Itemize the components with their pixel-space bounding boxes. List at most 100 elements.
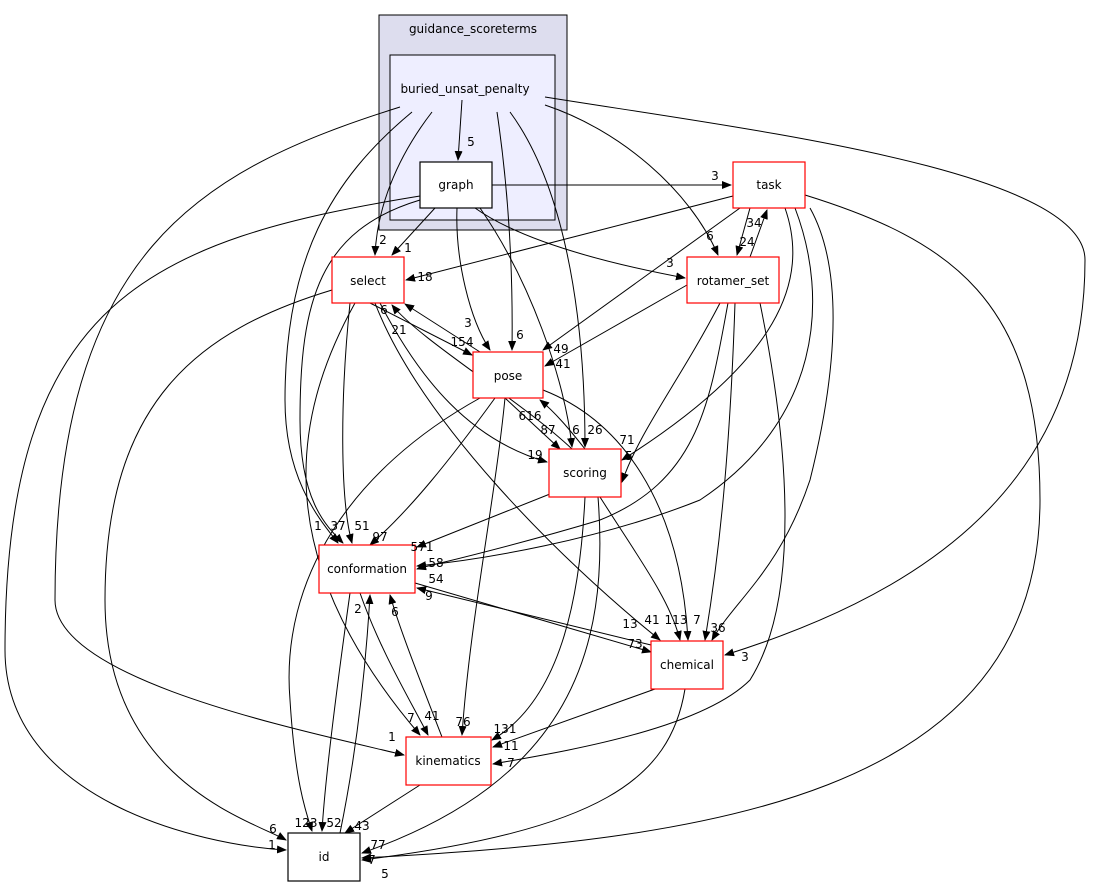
edge-label[interactable]: 3	[711, 169, 719, 183]
edge-buried-unsat-penalty-to-conformation[interactable]	[284, 111, 413, 544]
edge-label[interactable]: 7	[407, 711, 415, 725]
edge-task-to-scoring[interactable]	[621, 207, 794, 461]
edge-label[interactable]: 571	[411, 540, 434, 554]
edge-rotamer-set-to-chemical[interactable]	[702, 302, 736, 641]
edge-label[interactable]: 18	[417, 270, 432, 284]
edge-buried-unsat-penalty-to-kinematics[interactable]	[54, 106, 405, 757]
edge-pose-to-select[interactable]	[404, 303, 481, 353]
node-select[interactable]: select	[331, 256, 405, 304]
edge-conformation-to-chemical[interactable]	[414, 582, 652, 654]
edge-rotamer-set-to-conformation[interactable]	[416, 302, 729, 571]
edge-pose-to-kinematics[interactable]	[458, 397, 506, 736]
edge-label[interactable]: 52	[326, 816, 341, 830]
edge-label[interactable]: 131	[494, 722, 517, 736]
edge-conformation-to-kinematics[interactable]	[359, 592, 429, 736]
edge-buried-unsat-penalty-to-select[interactable]	[371, 111, 433, 256]
node-graph[interactable]: graph	[419, 161, 493, 209]
edge-graph-to-id[interactable]	[4, 195, 421, 854]
edge-graph-to-scoring[interactable]	[479, 207, 576, 448]
edge-pose-to-id[interactable]	[288, 397, 481, 832]
edge-label[interactable]: 1	[404, 241, 412, 255]
edge-label[interactable]: 5	[467, 135, 475, 149]
edge-scoring-to-id[interactable]	[361, 496, 601, 854]
edge-label[interactable]: 6	[572, 423, 580, 437]
edge-buried-unsat-penalty-to-pose[interactable]	[496, 111, 517, 351]
edge-label[interactable]: 7	[507, 756, 515, 770]
edge-label[interactable]: 51	[354, 519, 369, 533]
edge-label[interactable]: 5	[381, 867, 389, 881]
edge-select-to-chemical[interactable]	[374, 302, 661, 641]
edge-rotamer-set-to-scoring[interactable]	[621, 302, 721, 483]
edge-label[interactable]: 24	[739, 235, 754, 249]
edge-label[interactable]: 77	[370, 838, 385, 852]
edge-label[interactable]: 5	[625, 449, 633, 463]
edge-scoring-to-chemical[interactable]	[599, 496, 682, 641]
edge-label[interactable]: 58	[428, 556, 443, 570]
edge-select-to-id[interactable]	[104, 289, 333, 841]
edge-task-to-chemical[interactable]	[711, 207, 834, 641]
edge-label[interactable]: 3	[464, 316, 472, 330]
node-buried-unsat-penalty[interactable]: buried_unsat_penalty	[400, 82, 529, 96]
node-id[interactable]: id	[287, 832, 361, 882]
edge-pose-to-conformation[interactable]	[369, 397, 496, 546]
edge-label[interactable]: 616	[519, 409, 542, 423]
edge-buried-unsat-penalty-to-graph[interactable]	[454, 99, 463, 161]
edge-label[interactable]: 43	[354, 819, 369, 833]
edge-label[interactable]: 41	[555, 357, 570, 371]
edge-label[interactable]: 6	[706, 229, 714, 243]
edge-label[interactable]: 49	[553, 342, 568, 356]
edge-label[interactable]: 11	[503, 739, 518, 753]
edge-task-to-select[interactable]	[405, 195, 734, 282]
node-conformation[interactable]: conformation	[318, 544, 416, 594]
edge-label[interactable]: 154	[451, 335, 474, 349]
edge-label[interactable]: 54	[428, 572, 443, 586]
edge-label[interactable]: 3	[741, 650, 749, 664]
edge-label[interactable]: 6	[516, 328, 524, 342]
edge-select-to-pose[interactable]	[369, 302, 473, 356]
edge-chemical-to-id[interactable]	[361, 688, 686, 863]
node-task[interactable]: task	[732, 161, 806, 209]
node-scoring[interactable]: scoring	[548, 448, 622, 498]
edge-chemical-to-conformation[interactable]	[416, 586, 652, 646]
edge-scoring-to-kinematics[interactable]	[491, 496, 586, 741]
edge-label[interactable]: 7	[368, 853, 376, 867]
edge-label[interactable]: 6	[380, 303, 388, 317]
edge-graph-to-pose[interactable]	[456, 207, 491, 351]
edge-buried-unsat-penalty-to-chemical[interactable]	[544, 96, 1086, 657]
edge-rotamer-set-to-kinematics[interactable]	[492, 302, 786, 767]
edge-graph-to-rotamer-set[interactable]	[474, 207, 686, 281]
edge-label[interactable]: 113	[665, 613, 688, 627]
edge-label[interactable]: 123	[295, 816, 318, 830]
edge-conformation-to-id[interactable]	[318, 592, 351, 832]
edge-select-to-scoring[interactable]	[379, 302, 548, 464]
edge-label[interactable]: 9	[425, 589, 433, 603]
edge-rotamer-set-to-pose[interactable]	[544, 284, 688, 367]
edge-label[interactable]: 2	[354, 602, 362, 616]
edge-select-to-conformation[interactable]	[342, 302, 354, 544]
cluster-guidance-scoreterms[interactable]: guidance_scoreterms buried_unsat_penalty	[378, 14, 568, 231]
edge-graph-to-select[interactable]	[391, 207, 436, 256]
edge-task-to-conformation[interactable]	[416, 207, 814, 570]
node-pose[interactable]: pose	[472, 351, 544, 399]
edge-label[interactable]: 37	[330, 519, 345, 533]
edge-label[interactable]: 21	[391, 323, 406, 337]
edge-label[interactable]: 13	[622, 617, 637, 631]
edge-label[interactable]: 97	[372, 530, 387, 544]
node-kinematics[interactable]: kinematics	[405, 736, 492, 786]
edge-label[interactable]: 26	[587, 423, 602, 437]
edge-label[interactable]: 1	[268, 838, 276, 852]
node-rotamer-set[interactable]: rotamer_set	[686, 256, 780, 304]
edge-buried-unsat-penalty-to-rotamer-set[interactable]	[544, 104, 719, 256]
edge-label[interactable]: 1	[388, 730, 396, 744]
edge-graph-to-conformation[interactable]	[299, 199, 421, 544]
edge-label[interactable]: 36	[710, 621, 725, 635]
edge-buried-unsat-penalty-to-scoring[interactable]	[509, 111, 589, 448]
edge-pose-to-scoring[interactable]	[504, 397, 561, 450]
edge-rotamer-set-to-task[interactable]	[749, 209, 768, 258]
edge-kinematics-to-id[interactable]	[344, 784, 421, 834]
edge-label[interactable]: 3	[666, 256, 674, 270]
edge-task-to-rotamer-set[interactable]	[735, 207, 751, 256]
edge-label[interactable]: 19	[527, 448, 542, 462]
edge-label[interactable]: 1	[314, 519, 322, 533]
edge-task-to-pose[interactable]	[542, 207, 741, 351]
